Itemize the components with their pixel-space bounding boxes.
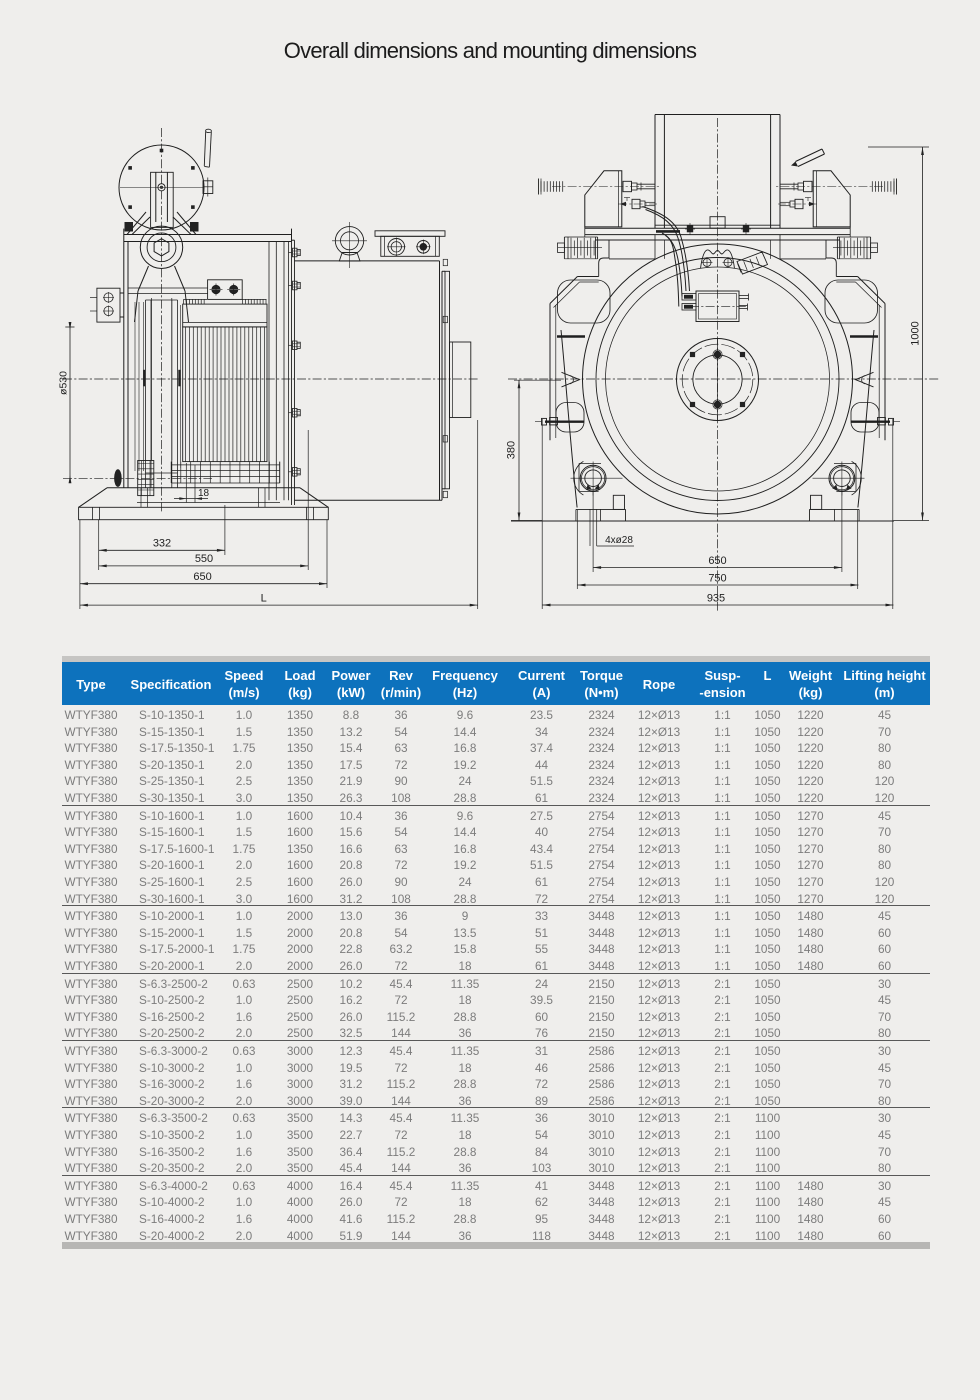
- svg-text:18: 18: [198, 488, 210, 499]
- svg-text:L: L: [261, 592, 267, 604]
- svg-text:380: 380: [506, 441, 518, 459]
- svg-text:4xø28: 4xø28: [605, 535, 633, 546]
- svg-text:650: 650: [193, 571, 211, 583]
- svg-text:332: 332: [153, 538, 171, 550]
- svg-text:650: 650: [708, 555, 726, 567]
- svg-text:750: 750: [708, 572, 726, 584]
- svg-text:550: 550: [195, 553, 213, 565]
- svg-text:ø530: ø530: [58, 371, 70, 395]
- svg-text:935: 935: [707, 592, 725, 604]
- svg-text:1000: 1000: [910, 321, 922, 345]
